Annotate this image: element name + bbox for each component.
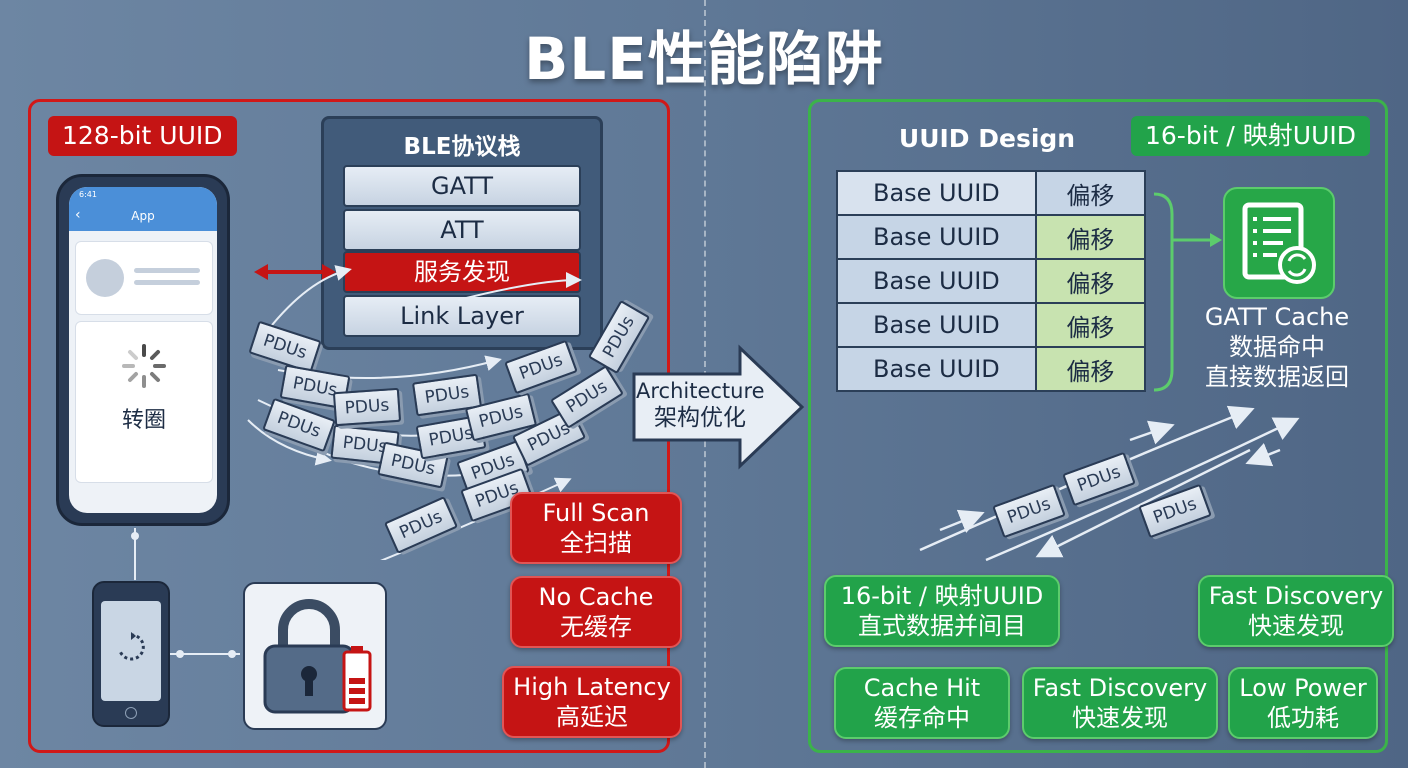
page-title: BLE性能陷阱 (524, 25, 884, 93)
text-placeholder (134, 268, 200, 273)
security-box (243, 582, 387, 730)
text-placeholder (134, 280, 200, 285)
spinner-label: 转圈 (121, 408, 166, 433)
status-time: 6:41 (79, 190, 97, 199)
architecture-label: Architecture 架构优化 (636, 379, 765, 431)
back-chevron-icon[interactable]: ‹ (75, 207, 81, 223)
uuid-16-tag: 16-bit / 映射UUID (1131, 116, 1370, 156)
loading-card: 转圈 (75, 321, 213, 483)
layer-link-layer: Link Layer (343, 295, 581, 337)
pdu-packet: PDUs (332, 387, 402, 427)
gatt-cache-label: GATT Cache 数据命中 直接数据返回 (1204, 303, 1350, 391)
app-title: App (131, 209, 155, 223)
layer-service-discovery: 服务发现 (343, 251, 581, 293)
cache-document-icon (1242, 202, 1316, 284)
uuid-design-title: UUID Design (898, 124, 1076, 153)
architecture-arrow-icon (632, 344, 805, 470)
small-phone-icon (92, 581, 170, 727)
home-button (125, 707, 137, 719)
table-bracket-arrow (1153, 192, 1222, 392)
pdu-packet: PDUs (383, 496, 459, 554)
lock-icon (263, 599, 355, 714)
phone-screen: 6:41 ‹ App 转圈 (69, 187, 217, 513)
layer-gatt: GATT (343, 165, 581, 207)
refresh-icon (118, 632, 145, 661)
list-item (75, 241, 213, 315)
gatt-cache-icon-box (1223, 187, 1335, 299)
pdu-packet: PDUs (504, 339, 578, 395)
connector-lines (131, 528, 240, 658)
uuid-128-tag: 128-bit UUID (48, 116, 237, 156)
ble-protocol-stack: BLE协议栈 GATT ATT 服务发现 Link Layer (321, 116, 603, 350)
spinner-icon (122, 344, 166, 388)
layer-att: ATT (343, 209, 581, 251)
avatar (86, 259, 124, 297)
solution-panel (808, 99, 1388, 753)
stack-title: BLE协议栈 (403, 134, 521, 160)
small-phone-screen (101, 601, 161, 701)
phone-device: 6:41 ‹ App 转圈 (56, 174, 230, 526)
app-header: 6:41 ‹ App (69, 187, 217, 231)
bidirectional-arrow-icon (254, 264, 336, 280)
battery-low-icon (342, 646, 372, 712)
